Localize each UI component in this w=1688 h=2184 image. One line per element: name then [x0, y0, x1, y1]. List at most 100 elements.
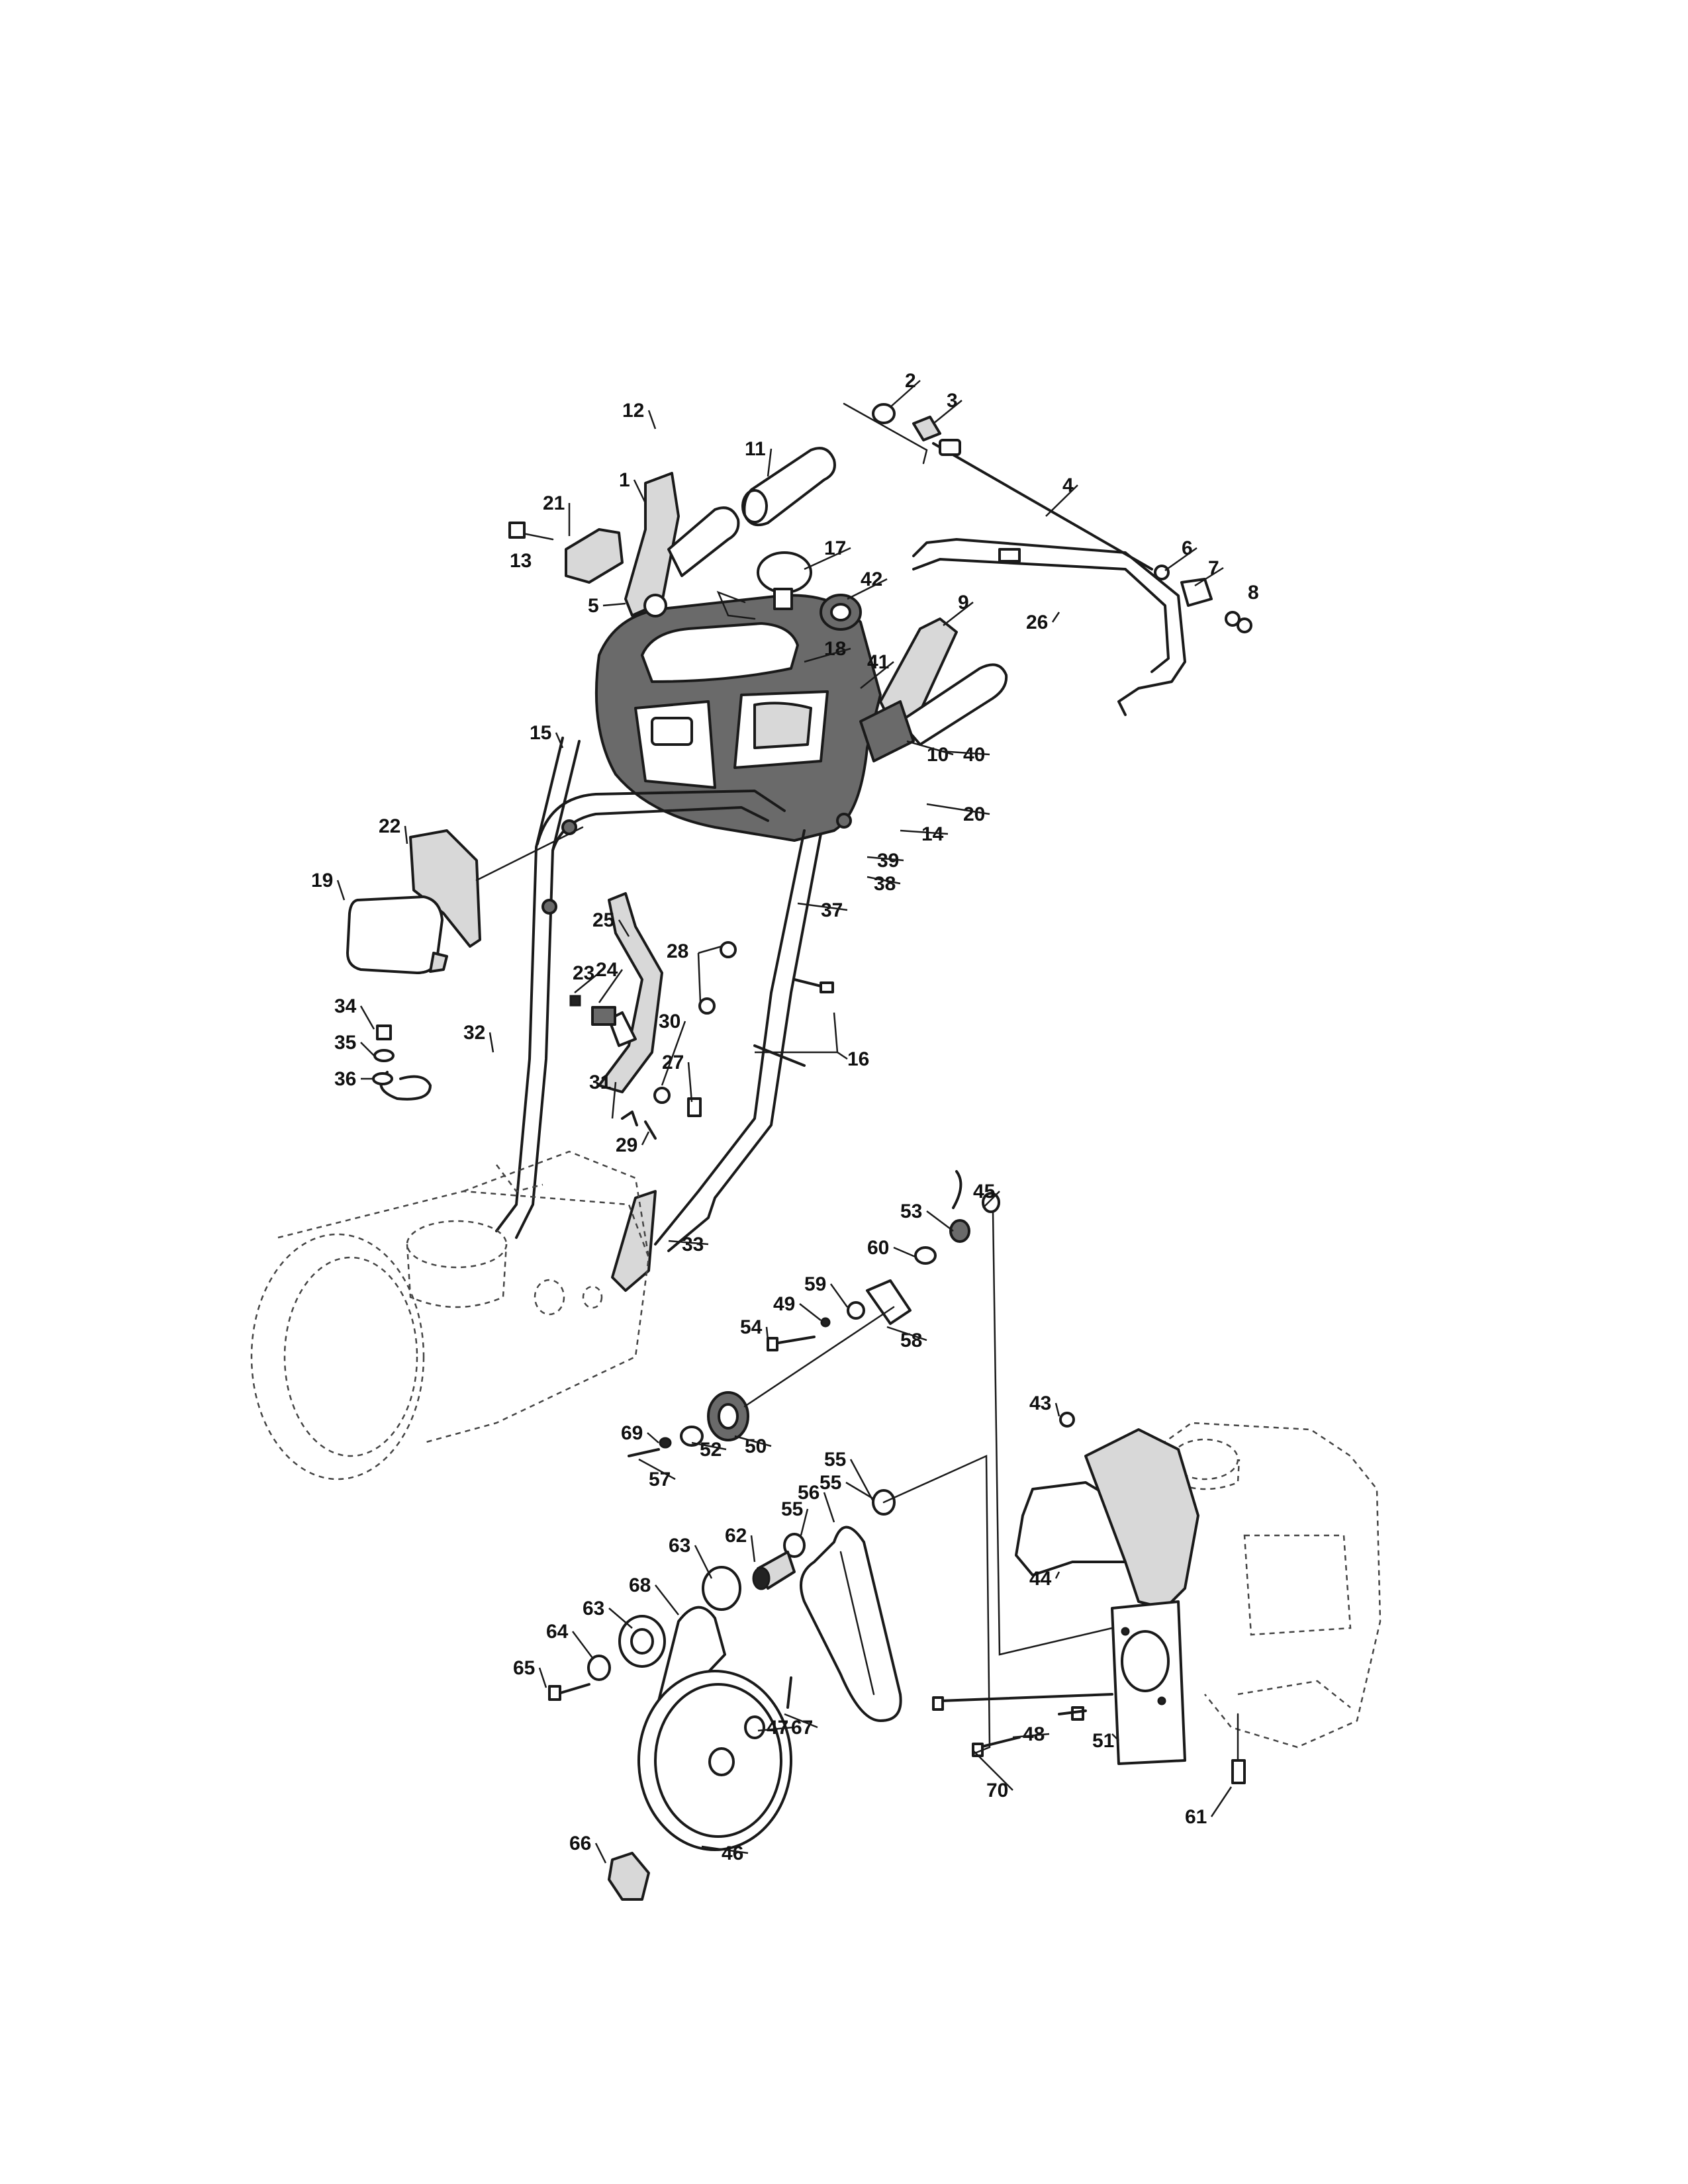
- part-label-13: 13: [510, 550, 532, 572]
- part-label-16: 16: [847, 1048, 869, 1070]
- part-label-7: 7: [1208, 557, 1219, 579]
- leader-line-55-1: [849, 1459, 875, 1503]
- part-label-55-2: 55: [781, 1498, 803, 1520]
- leader-line-41: [860, 661, 894, 689]
- part-label-49: 49: [773, 1293, 795, 1315]
- leader-line-46: [701, 1845, 749, 1854]
- leader-line-34: [359, 1005, 375, 1030]
- part-label-55-1: 55: [824, 1449, 846, 1471]
- leader-line-26: [1051, 612, 1060, 623]
- engine-plate-drawing: [932, 1600, 1186, 1765]
- belt-56-drawing: [800, 1525, 902, 1722]
- part-label-41: 41: [867, 651, 889, 673]
- leader-line-65: [538, 1667, 547, 1688]
- leader-line-62: [750, 1535, 756, 1563]
- part-label-6: 6: [1182, 537, 1193, 559]
- leader-line-42: [847, 578, 888, 600]
- part-label-29: 29: [616, 1134, 637, 1156]
- leader-line-54: [765, 1326, 769, 1341]
- part-label-14: 14: [921, 823, 944, 845]
- bolt-61-drawing: [1231, 1713, 1246, 1784]
- part-label-68: 68: [629, 1574, 651, 1596]
- part-label-23: 23: [573, 962, 594, 984]
- leader-line-23: [574, 972, 600, 993]
- leader-line-17: [804, 547, 851, 570]
- part-label-20: 20: [963, 803, 985, 825]
- leader-line-68: [655, 1584, 679, 1615]
- dash-panel-drawing: [594, 594, 882, 842]
- bracket-28b: [697, 952, 702, 1003]
- leader-line-60: [893, 1246, 917, 1259]
- part-label-65: 65: [513, 1657, 535, 1679]
- bracket-16: [837, 1051, 848, 1060]
- leader-line-63-1: [608, 1608, 633, 1629]
- reference-line-right: [992, 1210, 1113, 1656]
- part-label-18: 18: [824, 638, 846, 660]
- leader-line-11: [767, 448, 773, 477]
- leader-line-57: [638, 1458, 676, 1480]
- part-label-15: 15: [530, 722, 551, 744]
- part-label-5: 5: [588, 595, 599, 617]
- leader-line-61: [1210, 1786, 1233, 1817]
- leader-line-38: [867, 876, 901, 885]
- leader-line-49: [799, 1303, 821, 1321]
- bushing-62-drawing: [752, 1551, 796, 1590]
- bolts-16-drawing: [698, 941, 834, 1067]
- leader-line-5: [602, 602, 626, 607]
- pulley-46-drawing: [548, 1566, 792, 1901]
- leader-line-2: [890, 380, 921, 408]
- leader-line-51: [1111, 1733, 1119, 1741]
- part-label-40: 40: [963, 744, 985, 766]
- leader-line-22: [404, 825, 408, 844]
- leader-line-55: [845, 1481, 874, 1500]
- leader-line-37: [797, 902, 848, 911]
- leader-line-27: [687, 1062, 693, 1103]
- knob-drawing: [716, 551, 812, 620]
- leader-line-20: [926, 803, 990, 815]
- right-handle-drawing: [859, 617, 1008, 762]
- gear-drawing: [820, 594, 862, 631]
- leader-line-33: [668, 1240, 709, 1246]
- part-label-1: 1: [619, 469, 630, 491]
- leader-line-67: [784, 1713, 818, 1729]
- part-label-8: 8: [1248, 582, 1259, 604]
- part-label-51: 51: [1092, 1730, 1114, 1752]
- part-label-4: 4: [1062, 475, 1074, 496]
- leader-line-24: [598, 969, 624, 1003]
- part-label-64: 64: [546, 1621, 569, 1643]
- part-label-60: 60: [867, 1237, 889, 1259]
- part-label-31: 31: [589, 1071, 611, 1093]
- leader-line-45: [982, 1191, 1000, 1208]
- part-label-53: 53: [900, 1201, 922, 1222]
- leader-line-14: [900, 829, 949, 835]
- bracket-28: [698, 945, 722, 954]
- leader-line-69: [647, 1432, 659, 1443]
- part-label-67: 67: [791, 1717, 813, 1739]
- leader-line-44: [1055, 1571, 1060, 1579]
- leader-line-52: [691, 1441, 727, 1451]
- cable-hardware-drawing: [872, 403, 1252, 633]
- cable-bracket-line: [843, 402, 928, 465]
- part-label-55: 55: [820, 1472, 841, 1494]
- part-label-62: 62: [725, 1525, 747, 1547]
- part-label-43: 43: [1029, 1392, 1051, 1414]
- leader-line-63: [694, 1545, 713, 1579]
- cover-22-drawing: [409, 826, 584, 948]
- leader-line-66: [594, 1843, 607, 1864]
- cover-19-drawing: [346, 895, 448, 974]
- part-label-24: 24: [596, 959, 618, 981]
- idler-bracket-drawing: [767, 1170, 1000, 1351]
- part-label-63: 63: [669, 1535, 690, 1557]
- leader-line-25: [618, 919, 630, 937]
- leader-line-18: [804, 647, 851, 663]
- leader-line-6: [1164, 547, 1197, 572]
- leader-line-39: [867, 856, 904, 862]
- part-label-69: 69: [621, 1422, 643, 1444]
- leader-line-7: [1194, 567, 1224, 587]
- leader-line-70: [972, 1750, 1013, 1791]
- part-label-44: 44: [1029, 1568, 1052, 1590]
- part-label-11: 11: [745, 438, 766, 460]
- part-label-46: 46: [722, 1843, 743, 1864]
